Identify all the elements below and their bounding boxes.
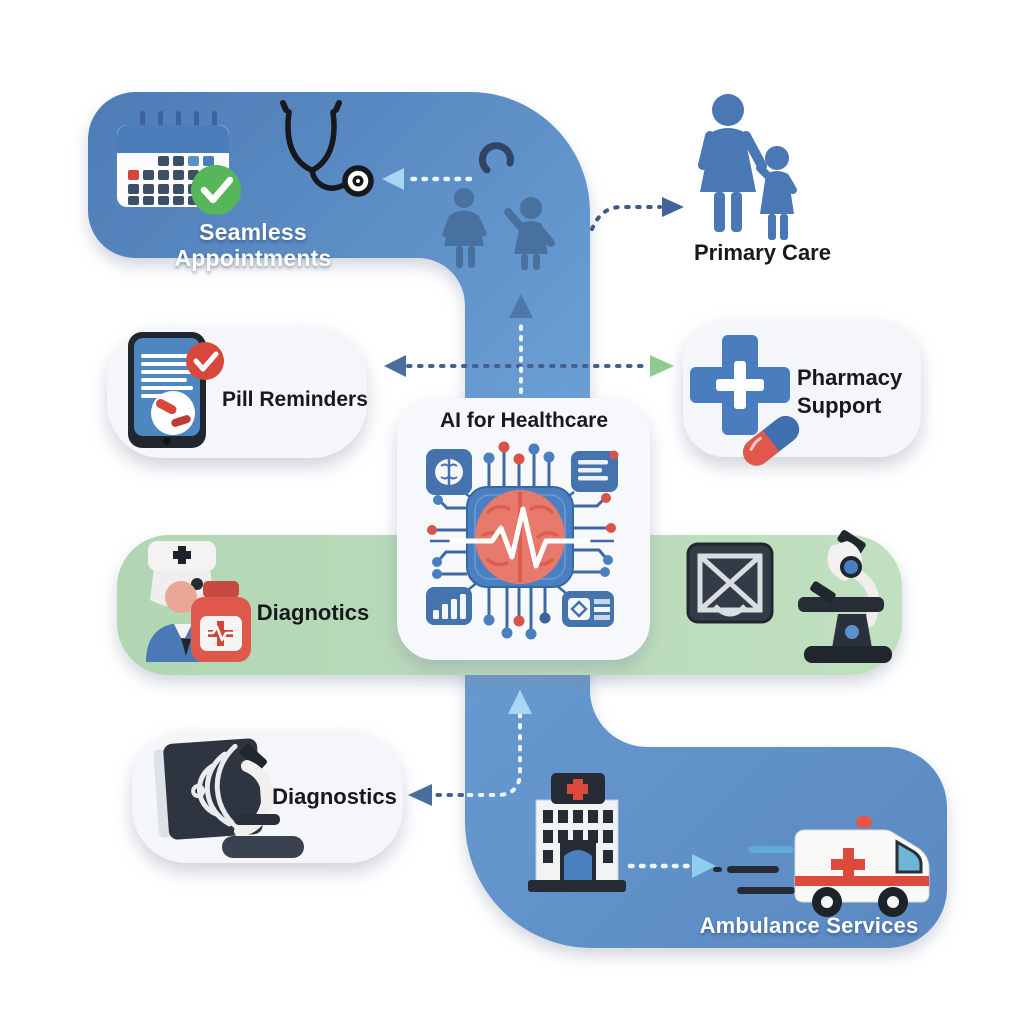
arrow-hospital-to-ambulance bbox=[627, 854, 716, 878]
xray-frame-icon bbox=[686, 542, 774, 624]
pharmacy-support-label: Pharmacy Support bbox=[797, 365, 903, 418]
ai-healthcare-title: AI for Healthcare bbox=[439, 409, 609, 432]
arrow-to-primary-care bbox=[590, 197, 684, 231]
hospital-icon bbox=[528, 773, 626, 892]
phone-reminder-icon bbox=[128, 332, 224, 448]
child-figure-icon bbox=[504, 197, 555, 270]
ai-chip-illustration bbox=[426, 441, 619, 640]
brain-scan-mini-icon bbox=[426, 449, 472, 495]
primary-care-label: Primary Care bbox=[694, 240, 831, 265]
report-screen-mini-icon bbox=[571, 450, 619, 492]
ambulance-icon bbox=[713, 816, 930, 917]
medicine-bottle-icon bbox=[191, 581, 251, 662]
pill-reminders-label: Pill Reminders bbox=[222, 388, 368, 411]
medical-record-mini-icon bbox=[562, 591, 614, 627]
woman-figure-icon bbox=[442, 188, 487, 268]
seamless-appointments-label: Seamless Appointments bbox=[174, 219, 332, 272]
microscope-icon bbox=[798, 530, 892, 663]
diagnostics-band-label: Diagnotics bbox=[256, 600, 370, 625]
curve-accent-icon bbox=[478, 142, 514, 174]
pill-capsule-icon bbox=[743, 415, 800, 466]
stethoscope-icon bbox=[280, 100, 374, 197]
bar-chart-mini-icon bbox=[426, 587, 472, 625]
brain-icon bbox=[475, 490, 565, 584]
ambulance-services-label: Ambulance Services bbox=[699, 913, 919, 938]
arrow-diagnostics-path bbox=[408, 690, 532, 806]
arrow-ai-to-figures bbox=[509, 294, 533, 394]
arrow-pill-pharmacy bbox=[384, 355, 674, 377]
parent-child-icon bbox=[698, 94, 797, 240]
diagnostics-card-label: Diagnostics bbox=[272, 784, 397, 809]
scan-monitor-icon bbox=[153, 738, 304, 858]
ecg-pulse-icon bbox=[449, 506, 591, 569]
calendar-check-icon bbox=[117, 111, 241, 215]
arrow-to-appointments bbox=[382, 168, 473, 190]
medical-cross-icon bbox=[690, 335, 790, 435]
